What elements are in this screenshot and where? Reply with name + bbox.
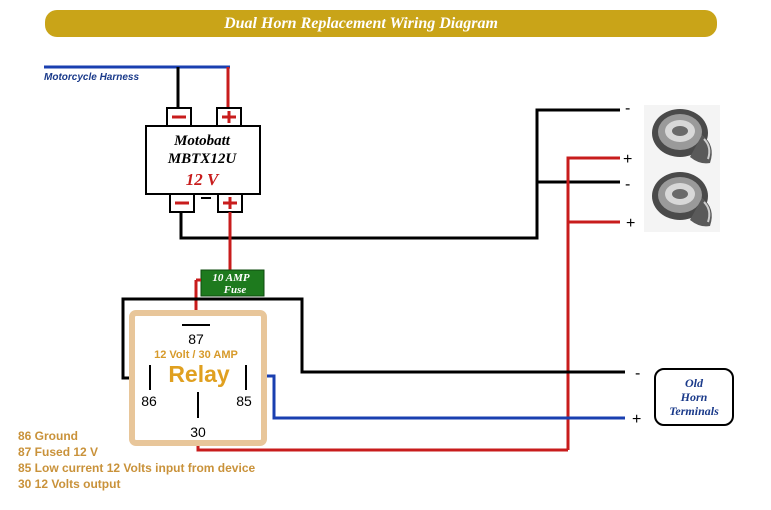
relay-rating: 12 Volt / 30 AMP: [154, 349, 238, 361]
harness-label: Motorcycle Harness: [44, 72, 139, 83]
relay-pin-87: 87: [188, 331, 204, 347]
relay-pin-85: 85: [236, 393, 252, 409]
relay-ground-wire: [121, 297, 625, 380]
relay-body: [129, 310, 267, 446]
battery-voltage: 12 V: [186, 170, 220, 189]
old-horn-terminals-box: [654, 368, 734, 426]
horn2-image: [644, 168, 720, 232]
horn2-negative-label: -: [625, 176, 630, 193]
old-horn-line-1: Old: [685, 376, 704, 390]
relay-label: Relay: [168, 361, 230, 387]
horn2-positive-label: +: [626, 215, 635, 232]
fuse-rating: 10 AMP: [212, 272, 249, 284]
fuse: [200, 269, 265, 297]
old-terminal-positive-label: +: [632, 411, 641, 428]
relay-pin-86: 86: [141, 393, 157, 409]
fuse-label: Fuse: [223, 284, 247, 296]
horn1-positive-wire: [566, 156, 620, 450]
legend-item-1: 87 Fused 12 V: [18, 445, 98, 459]
title-banner: [45, 10, 717, 37]
relay-pin-30: 30: [190, 424, 206, 440]
old-terminal-negative-label: -: [635, 365, 640, 382]
horn1-negative-label: -: [625, 100, 630, 117]
ground-wire: [179, 108, 620, 240]
battery-model: MBTX12U: [167, 151, 238, 167]
horn1-positive-label: +: [623, 151, 632, 168]
legend-item-2: 85 Low current 12 Volts input from devic…: [18, 461, 255, 475]
legend-item-3: 30 12 Volts output: [18, 477, 120, 491]
old-horn-line-2: Horn: [680, 390, 708, 404]
page-title: Dual Horn Replacement Wiring Diagram: [223, 15, 498, 32]
horn1-image: [644, 105, 720, 169]
battery-body: [145, 125, 261, 195]
legend-item-0: 86 Ground: [18, 429, 78, 443]
old-horn-line-3: Terminals: [669, 404, 719, 418]
battery-brand: Motobatt: [173, 133, 231, 149]
